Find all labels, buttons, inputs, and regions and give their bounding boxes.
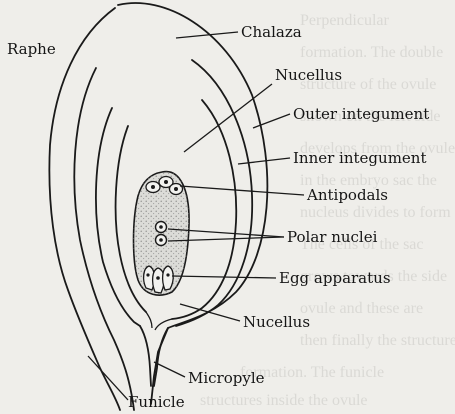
micropyle-lip-left	[146, 312, 152, 328]
raphe-inner-line	[74, 68, 134, 410]
label-funicle: Funicle	[128, 393, 185, 411]
label-polar-nuclei: Polar nuclei	[287, 228, 378, 246]
label-micropyle: Micropyle	[188, 369, 265, 387]
label-chalaza: Chalaza	[241, 23, 302, 41]
micropyle-left	[140, 326, 151, 386]
label-nucellus-top: Nucellus	[275, 66, 342, 84]
label-nucellus-bottom: Nucellus	[243, 313, 310, 331]
label-outer-integument: Outer integument	[293, 105, 429, 123]
svg-text:then finally the structure: then finally the structure	[300, 332, 455, 349]
micropyle-right	[154, 328, 168, 386]
label-inner-integument: Inner integument	[293, 149, 426, 167]
svg-text:ovule and these are: ovule and these are	[300, 300, 423, 317]
svg-text:nucleus divides to form: nucleus divides to form	[300, 204, 451, 221]
raphe-outer-line	[49, 8, 120, 410]
label-raphe: Raphe	[7, 40, 56, 58]
label-egg-apparatus: Egg apparatus	[279, 269, 391, 287]
svg-text:Perpendicular: Perpendicular	[300, 12, 390, 29]
egg-apparatus	[144, 266, 174, 293]
svg-text:structures inside the ovule: structures inside the ovule	[200, 392, 368, 409]
svg-text:formation. The double: formation. The double	[300, 44, 443, 61]
leader-lines	[88, 32, 304, 400]
label-antipodals: Antipodals	[306, 186, 388, 204]
